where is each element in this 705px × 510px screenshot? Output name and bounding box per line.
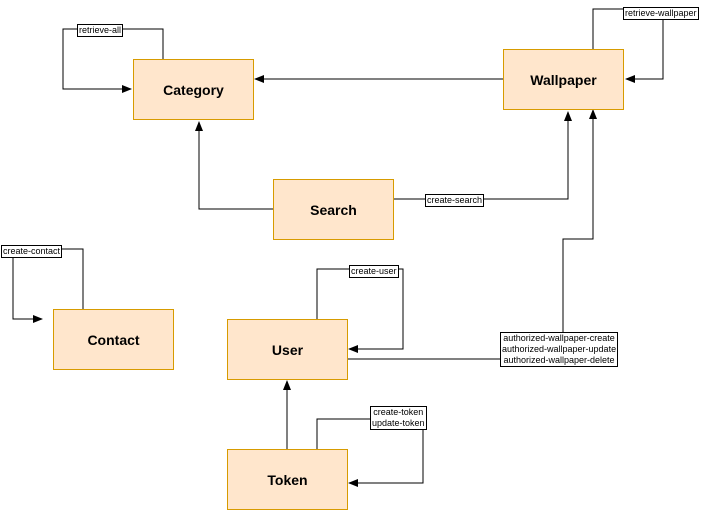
node-user-label: User bbox=[271, 341, 304, 358]
edge-label-create-user: create-user bbox=[349, 265, 399, 278]
node-token-label: Token bbox=[267, 471, 308, 488]
edge-label-retrieve-all: retrieve-all bbox=[77, 24, 124, 37]
edge-label-create-token: create-token bbox=[373, 407, 424, 417]
node-category-label: Category bbox=[163, 81, 224, 98]
edge-label-token-loop: create-token update-token bbox=[370, 406, 427, 430]
edge-label-authorized-delete: authorized-wallpaper-delete bbox=[503, 355, 615, 365]
edge-label-update-token: update-token bbox=[372, 418, 425, 428]
node-user[interactable]: User bbox=[227, 319, 348, 380]
edge-label-authorized-create: authorized-wallpaper-create bbox=[503, 333, 615, 343]
node-token[interactable]: Token bbox=[227, 449, 348, 510]
node-category[interactable]: Category bbox=[133, 59, 254, 120]
edge-label-create-contact: create-contact bbox=[1, 245, 63, 258]
edge-label-authorized-update: authorized-wallpaper-update bbox=[502, 344, 617, 354]
edge-user-create-user bbox=[316, 268, 404, 353]
node-search[interactable]: Search bbox=[273, 179, 394, 240]
node-contact-label: Contact bbox=[87, 331, 140, 348]
node-wallpaper-label: Wallpaper bbox=[530, 71, 597, 88]
edge-search-to-wallpaper bbox=[394, 111, 572, 200]
node-search-label: Search bbox=[310, 201, 357, 218]
edge-search-to-category bbox=[195, 121, 273, 210]
edge-label-create-search: create-search bbox=[425, 194, 485, 207]
edge-label-retrieve-wallpaper: retrieve-wallpaper bbox=[623, 7, 699, 20]
edge-category-retrieve-all bbox=[62, 28, 164, 93]
edge-user-to-wallpaper bbox=[348, 109, 597, 360]
node-contact[interactable]: Contact bbox=[53, 309, 174, 370]
node-wallpaper[interactable]: Wallpaper bbox=[503, 49, 624, 110]
edge-label-authorized: authorized-wallpaper-create authorized-w… bbox=[500, 332, 619, 367]
